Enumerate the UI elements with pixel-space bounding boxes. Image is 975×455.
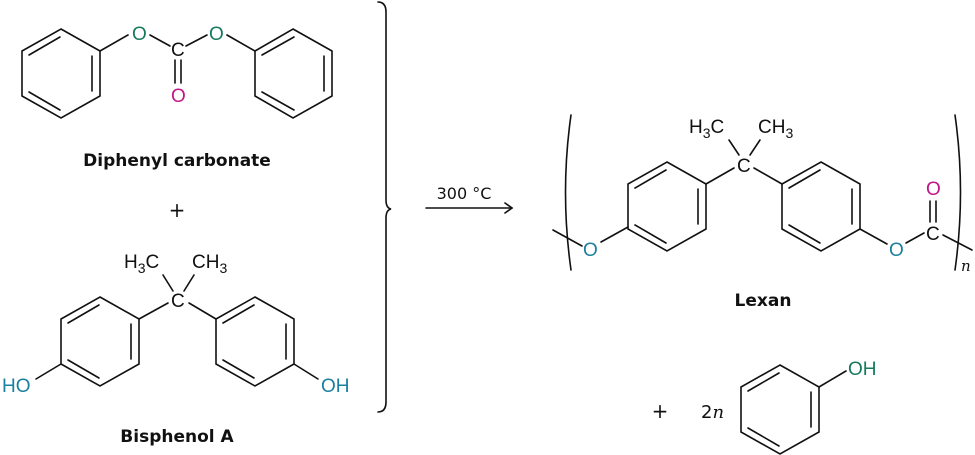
lexan-structure: n O H3C CH3 C O C O Lexan bbox=[552, 114, 973, 311]
benzene-ring-right bbox=[254, 28, 333, 119]
quaternary-carbon: C bbox=[171, 291, 185, 312]
benzene-ring-left bbox=[21, 28, 101, 119]
phenol-hydroxyl: OH bbox=[848, 359, 877, 380]
repeat-subscript-n: n bbox=[961, 257, 971, 275]
repeat-bracket-left bbox=[564, 114, 572, 271]
curly-brace bbox=[377, 1, 392, 413]
lexan-methyl-ch3: CH3 bbox=[758, 117, 793, 141]
carbonate-carbon: C bbox=[171, 40, 185, 61]
ester-oxygen-right: O bbox=[209, 24, 224, 45]
phenol-structure: OH bbox=[740, 359, 877, 455]
lexan-quaternary-carbon: C bbox=[737, 156, 751, 177]
plus-sign-reactants: + bbox=[169, 198, 186, 222]
lexan-methyl-h3c: H3C bbox=[689, 117, 724, 141]
lexan-carbonyl-carbon: C bbox=[926, 224, 940, 245]
bisphenol-a-label: Bisphenol A bbox=[120, 427, 234, 447]
reaction-temperature: 300 °C bbox=[437, 184, 492, 203]
phenol-ring-left bbox=[60, 296, 140, 387]
lexan-ring-left bbox=[627, 161, 707, 252]
phenol-ring-right bbox=[215, 296, 295, 387]
methyl-h3c: H3C bbox=[124, 252, 159, 276]
reaction-arrow bbox=[425, 202, 514, 214]
ether-oxygen-left: O bbox=[583, 240, 598, 261]
phenol-coefficient: 2n bbox=[701, 402, 724, 423]
diphenyl-carbonate-structure: O C O O Diphenyl carbonate bbox=[21, 24, 333, 171]
ether-oxygen-right: O bbox=[889, 240, 904, 261]
carbonyl-oxygen: O bbox=[171, 86, 186, 107]
ester-oxygen-left: O bbox=[132, 24, 147, 45]
lexan-ring-right bbox=[781, 161, 861, 252]
plus-sign-products: + bbox=[652, 399, 669, 423]
lexan-carbonyl-oxygen: O bbox=[926, 179, 941, 200]
methyl-ch3: CH3 bbox=[192, 252, 227, 276]
repeat-bracket-right bbox=[954, 114, 962, 271]
lexan-label: Lexan bbox=[735, 291, 792, 311]
bisphenol-a-structure: H3C CH3 C HO OH Bisphenol A bbox=[2, 252, 350, 447]
hydroxyl-right: OH bbox=[321, 376, 350, 397]
diphenyl-carbonate-label: Diphenyl carbonate bbox=[83, 151, 271, 171]
hydroxyl-left: HO bbox=[2, 376, 31, 397]
